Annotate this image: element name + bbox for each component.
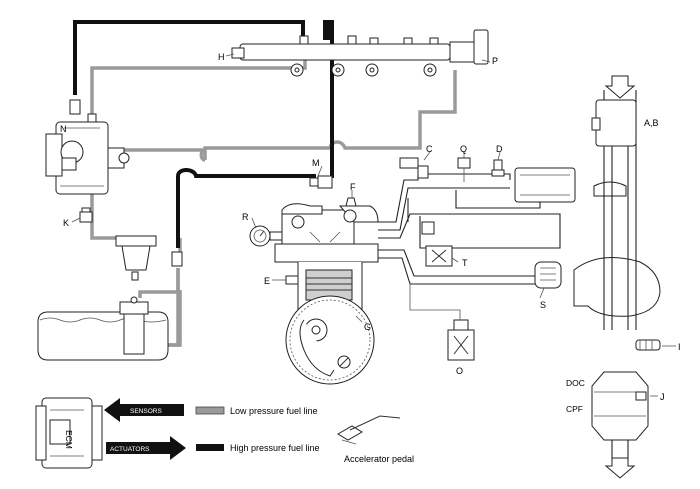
- label-t: T: [462, 258, 468, 268]
- label-p: P: [492, 56, 498, 66]
- doc-cpf: [591, 371, 649, 479]
- label-m: M: [312, 158, 320, 168]
- air-ducts: [378, 167, 576, 285]
- sensor-r: [249, 225, 283, 247]
- sensor-d: [491, 159, 505, 177]
- accelerator-pedal: [337, 415, 401, 445]
- label-q: Q: [460, 144, 467, 154]
- label-r: R: [242, 212, 249, 222]
- label-g: G: [364, 322, 371, 332]
- intake-pipe: [591, 75, 637, 330]
- legend-accelerator-pedal: Accelerator pedal: [344, 454, 414, 464]
- signal-arrows: [104, 398, 186, 460]
- leader-lines: [71, 53, 676, 397]
- label-n: N: [60, 124, 67, 134]
- sensors-arrow-label: SENSORS: [130, 408, 162, 415]
- turbocharger: [534, 181, 661, 317]
- common-rail: [231, 29, 489, 77]
- legend-high-pressure: High pressure fuel line: [230, 443, 320, 453]
- label-o: O: [456, 366, 463, 376]
- label-doc: DOC: [566, 378, 585, 388]
- sensor-i: [635, 339, 661, 351]
- engine: [274, 175, 379, 385]
- label-e: E: [264, 276, 270, 286]
- label-d: D: [496, 144, 503, 154]
- label-j: J: [660, 392, 665, 402]
- label-s: S: [540, 300, 546, 310]
- egr-valve-t: [421, 221, 453, 267]
- label-k: K: [63, 218, 69, 228]
- legend-low-pressure: Low pressure fuel line: [230, 406, 318, 416]
- label-f: F: [350, 182, 356, 192]
- sensor-e: [285, 275, 299, 285]
- high-pressure-pump: [45, 99, 130, 195]
- high-pressure-lines: [73, 20, 334, 248]
- actuators-arrow-label: ACTUATORS: [110, 446, 150, 453]
- label-i: I: [678, 342, 681, 352]
- sensor-q: [457, 157, 471, 182]
- sensor-o: [409, 282, 475, 361]
- fitting-k: [79, 207, 93, 223]
- label-ab: A,B: [644, 118, 659, 128]
- fuel-filter: [115, 235, 183, 281]
- sensor-c: [399, 157, 429, 179]
- fuel-tank: [37, 296, 169, 361]
- legend: [195, 406, 225, 451]
- label-c: C: [426, 144, 433, 154]
- ecm-label: ECM: [64, 430, 74, 449]
- label-cpf: CPF: [566, 404, 583, 414]
- ecm-unit: [35, 397, 103, 469]
- label-h: H: [218, 52, 225, 62]
